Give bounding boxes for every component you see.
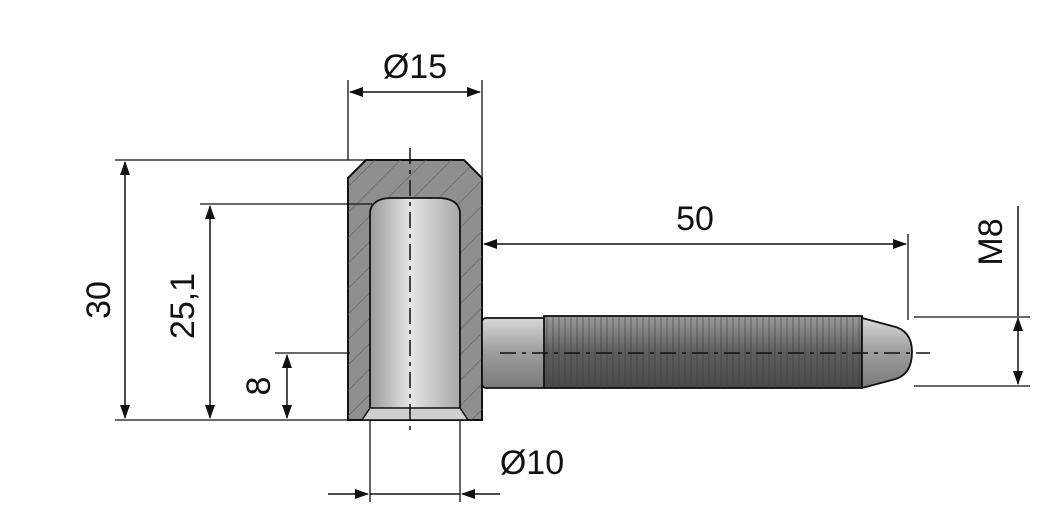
dim-label-m8: M8 bbox=[972, 218, 1010, 265]
extension-lines bbox=[115, 80, 1030, 502]
dim-label-8: 8 bbox=[240, 377, 278, 396]
center-lines bbox=[409, 148, 930, 432]
bolt-shaft bbox=[481, 315, 913, 390]
dimension-lines bbox=[120, 87, 1023, 499]
dim-label-50: 50 bbox=[676, 200, 714, 238]
dim-label-dia15: Ø15 bbox=[383, 48, 447, 86]
sleeve-section bbox=[347, 159, 483, 421]
dim-label-dia10: Ø10 bbox=[500, 444, 564, 482]
dim-label-30: 30 bbox=[80, 281, 118, 319]
dim-label-25-1: 25,1 bbox=[164, 273, 202, 339]
